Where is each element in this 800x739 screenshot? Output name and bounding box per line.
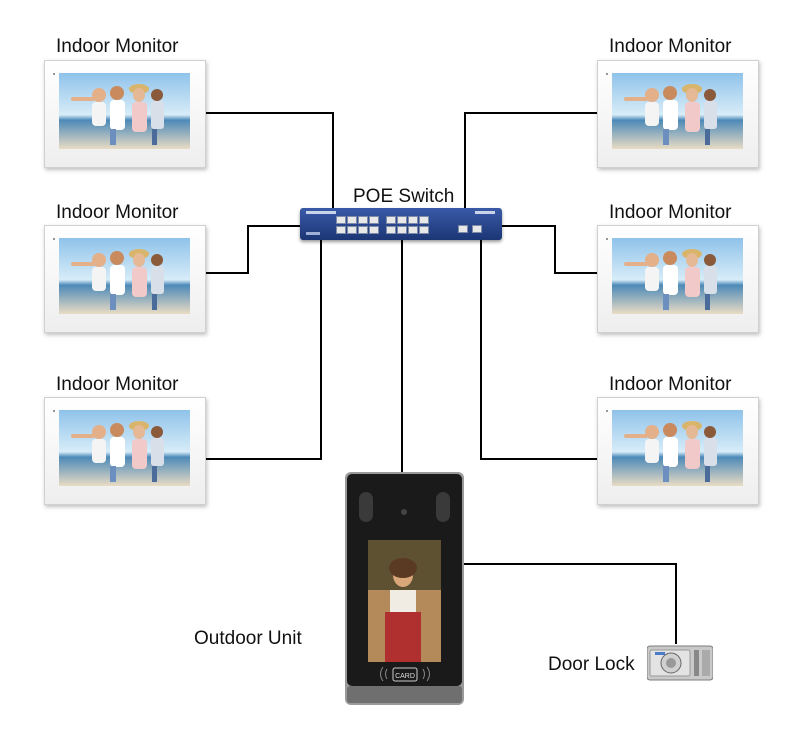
ethernet-port	[369, 216, 379, 224]
camera-dot	[53, 238, 55, 240]
camera-dot	[606, 238, 608, 240]
monitor-screen	[59, 238, 190, 314]
uplink-port	[458, 225, 468, 233]
switch-led	[306, 232, 320, 235]
ethernet-port	[419, 216, 429, 224]
indoor-monitor-right-3	[597, 397, 759, 505]
ethernet-port	[347, 216, 357, 224]
indoor-monitor-left-3	[44, 397, 206, 505]
indoor-monitor-left-1	[44, 60, 206, 168]
label-monitor-right-1: Indoor Monitor	[609, 36, 732, 57]
ethernet-port	[369, 226, 379, 234]
camera-dot	[606, 410, 608, 412]
ethernet-port	[358, 216, 368, 224]
ethernet-port	[419, 226, 429, 234]
indoor-monitor-right-1	[597, 60, 759, 168]
monitor-screen	[612, 410, 743, 486]
label-outdoor-unit: Outdoor Unit	[194, 628, 302, 649]
poe-switch	[300, 208, 502, 240]
wire-left-3	[205, 240, 322, 460]
label-poe-switch: POE Switch	[353, 186, 455, 207]
label-door-lock: Door Lock	[548, 654, 635, 675]
wire-right-1	[464, 112, 600, 210]
outdoor-unit: CARD	[345, 472, 464, 705]
camera-dot	[53, 73, 55, 75]
label-monitor-left-2: Indoor Monitor	[56, 202, 179, 223]
wire-left-1	[205, 112, 334, 210]
label-monitor-right-2: Indoor Monitor	[609, 202, 732, 223]
ethernet-port	[408, 216, 418, 224]
ethernet-port	[397, 226, 407, 234]
monitor-screen	[59, 73, 190, 149]
camera-dot	[606, 73, 608, 75]
ethernet-port	[386, 216, 396, 224]
wire-right-3	[480, 240, 600, 460]
label-monitor-right-3: Indoor Monitor	[609, 374, 732, 395]
label-monitor-left-1: Indoor Monitor	[56, 36, 179, 57]
wire-left-2	[205, 225, 302, 274]
indoor-monitor-left-2	[44, 225, 206, 333]
card-label: CARD	[395, 673, 415, 680]
ethernet-port	[386, 226, 396, 234]
ethernet-port	[336, 216, 346, 224]
ethernet-port	[336, 226, 346, 234]
uplink-port	[472, 225, 482, 233]
monitor-screen	[612, 73, 743, 149]
door-lock	[647, 645, 713, 681]
ethernet-port	[397, 216, 407, 224]
ethernet-port	[358, 226, 368, 234]
ethernet-port	[408, 226, 418, 234]
monitor-screen	[59, 410, 190, 486]
camera-dot	[53, 410, 55, 412]
wire-lock	[464, 563, 677, 644]
label-monitor-left-3: Indoor Monitor	[56, 374, 179, 395]
ethernet-port	[347, 226, 357, 234]
switch-logo	[306, 211, 336, 214]
indoor-monitor-right-2	[597, 225, 759, 333]
switch-brand	[475, 211, 495, 214]
monitor-screen	[612, 238, 743, 314]
wire-right-2	[500, 225, 600, 274]
